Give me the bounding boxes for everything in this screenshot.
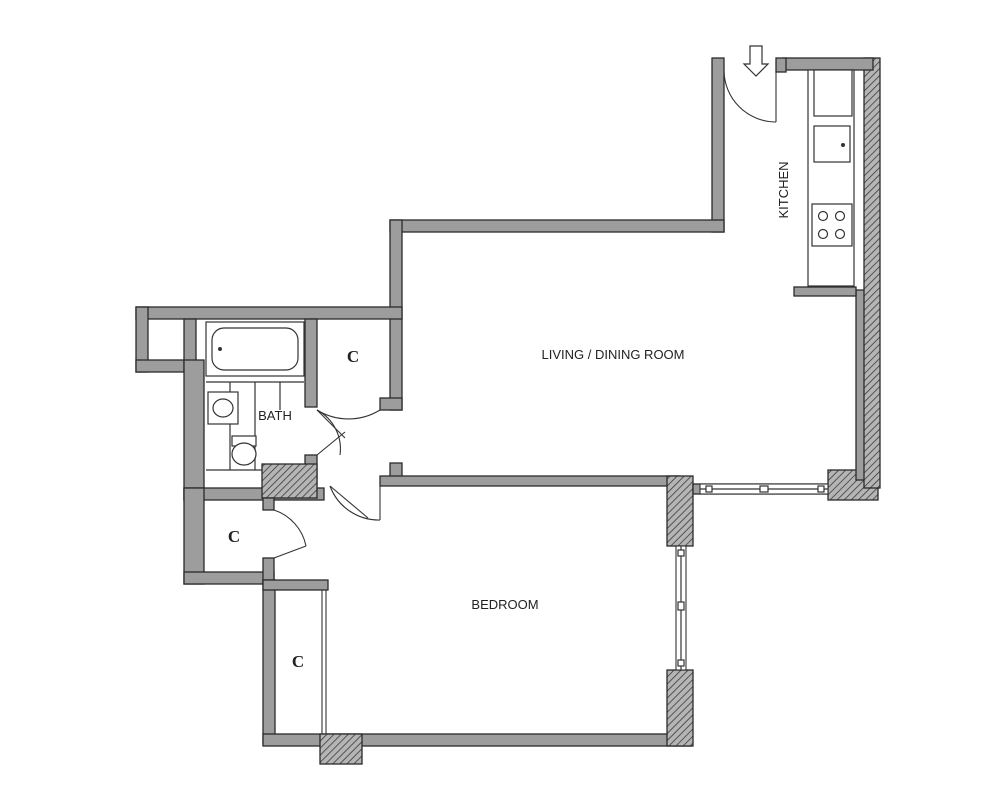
living-dining-label: LIVING / DINING ROOM	[541, 347, 684, 362]
closet-door-2	[273, 509, 307, 559]
bedroom-window	[675, 545, 687, 671]
living-window	[699, 483, 829, 495]
bedroom-label: BEDROOM	[471, 597, 538, 612]
kitchen-label: KITCHEN	[776, 161, 791, 218]
bath-door	[316, 409, 346, 456]
closet-label-3: C	[292, 652, 304, 671]
kitchen-counter	[807, 69, 855, 287]
entrance-arrow-icon	[742, 45, 770, 77]
bathtub-icon	[205, 321, 305, 377]
closet-door-1	[316, 409, 381, 439]
walls	[135, 57, 881, 765]
stove-icon	[811, 203, 853, 247]
entrance-door	[723, 57, 787, 123]
closet-door-3	[321, 590, 327, 734]
vanity-sink-icon	[207, 391, 239, 425]
bath-tile-floor	[206, 381, 304, 471]
closet-label-2: C	[228, 527, 240, 546]
sink-icon	[813, 125, 851, 163]
closet-label-1: C	[347, 347, 359, 366]
bedroom-door	[329, 485, 381, 521]
toilet-icon	[231, 435, 257, 466]
bath-label: BATH	[258, 408, 292, 423]
